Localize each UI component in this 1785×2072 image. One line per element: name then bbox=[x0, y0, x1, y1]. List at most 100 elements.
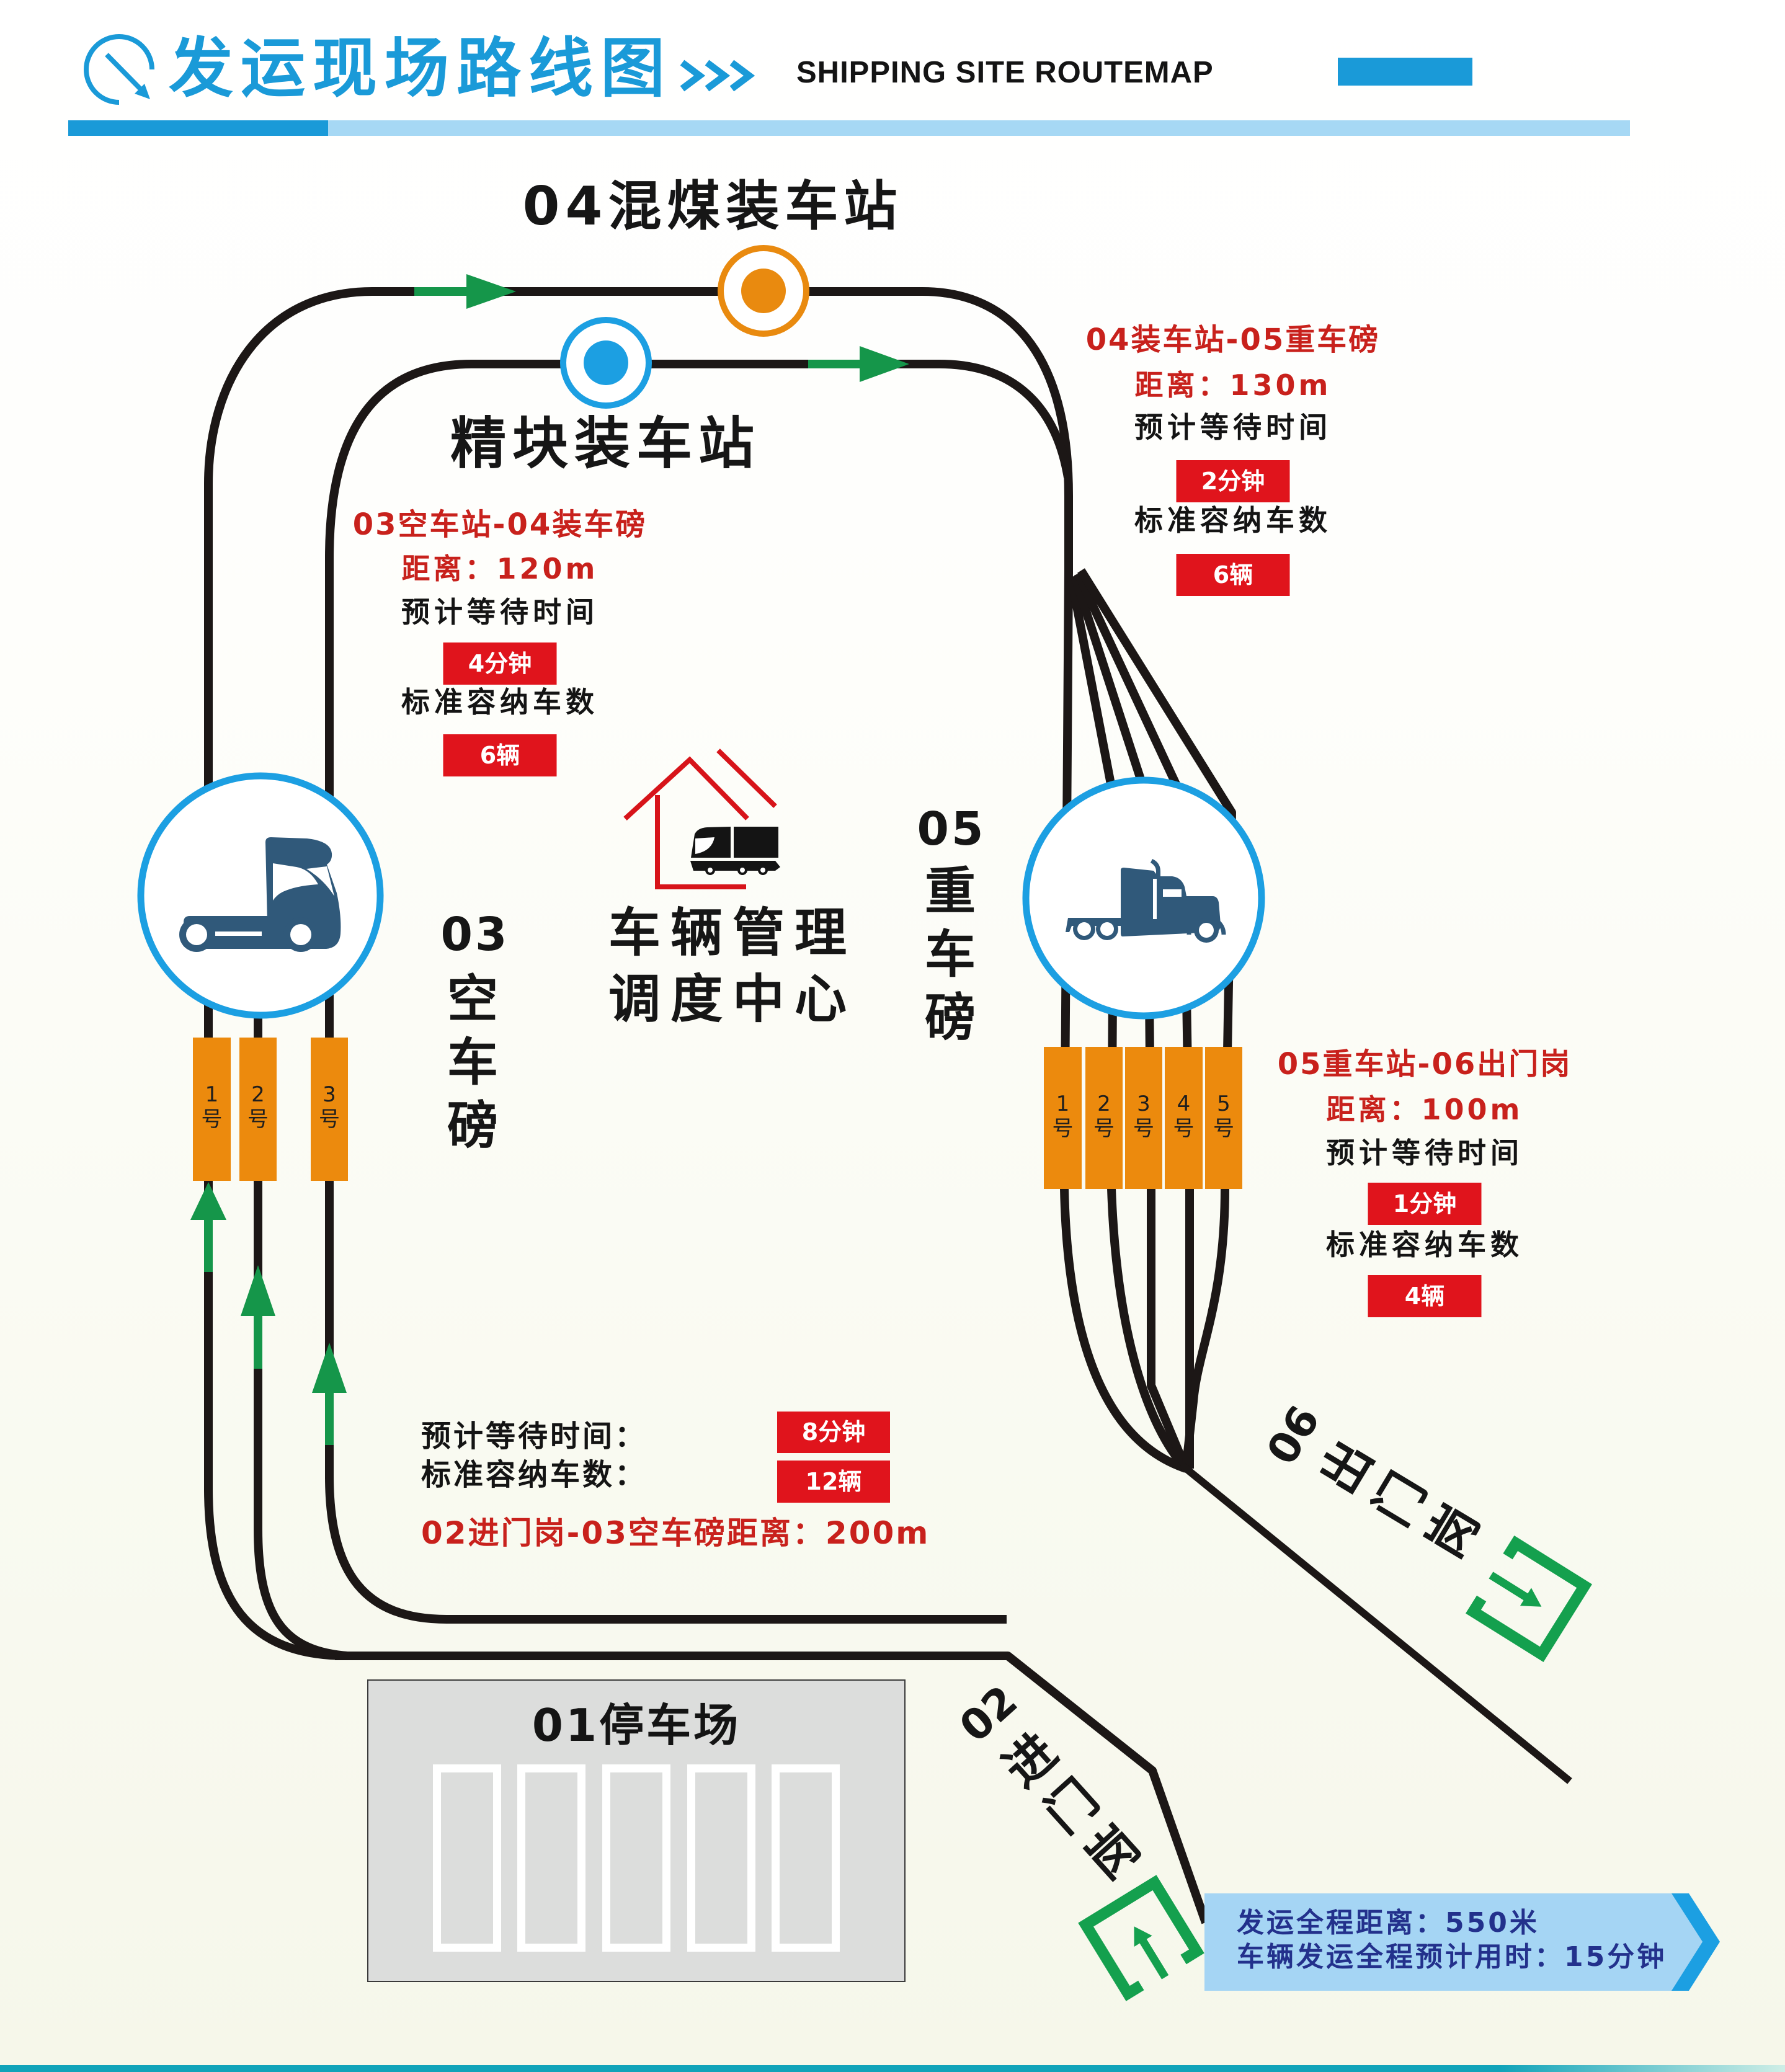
box-truck-cargo bbox=[734, 827, 778, 858]
header-underline-light bbox=[328, 120, 1630, 136]
orange-ring-marker bbox=[718, 245, 809, 337]
empty-scale-number: 03 bbox=[440, 908, 510, 961]
capacity-badge: 6辆 bbox=[443, 734, 557, 776]
wait-time-label: 预计等待时间 bbox=[1134, 411, 1332, 444]
segment-title: 04装车站-05重车磅 bbox=[1085, 322, 1381, 357]
tractor-chassis-slot bbox=[215, 932, 262, 936]
entry-road-track bbox=[335, 1652, 1210, 1924]
distance-label: 距离： bbox=[1134, 368, 1230, 402]
box-truck-hub bbox=[708, 868, 713, 873]
distance-label: 距离： bbox=[1326, 1093, 1422, 1126]
empty-scale-pad-3: 3号 bbox=[311, 1038, 348, 1181]
arrow-right-head bbox=[466, 274, 516, 309]
heavy-lane-1-track bbox=[1060, 570, 1188, 1473]
header-accent-block bbox=[1338, 58, 1472, 86]
arrow-up-head bbox=[241, 1265, 275, 1316]
semi-door-gap bbox=[1153, 879, 1157, 919]
route-arrow-shaft bbox=[105, 53, 142, 91]
chevron-1 bbox=[680, 60, 706, 92]
semi-rear-hub bbox=[1077, 922, 1091, 936]
distance-value: 130m bbox=[1229, 368, 1332, 402]
exit-road-track bbox=[1179, 1462, 1572, 1784]
exit-door-frame bbox=[1466, 1536, 1592, 1662]
wait-time-badge: 1分钟 bbox=[1368, 1183, 1482, 1225]
page-title: 发运现场路线图 bbox=[169, 30, 673, 106]
summary-banner-chevron bbox=[1671, 1893, 1720, 1991]
dispatch-center-line1: 车辆管理 bbox=[608, 902, 857, 963]
heavy-scale-pad-2: 2号 bbox=[1085, 1047, 1123, 1189]
footer-bar bbox=[0, 2065, 1785, 2072]
heavy-scale-pad-1: 1号 bbox=[1044, 1047, 1082, 1189]
entry-capacity-badge: 12辆 bbox=[777, 1461, 890, 1503]
triple-chevron-icon bbox=[680, 60, 755, 92]
house-truck-icon bbox=[623, 749, 780, 889]
tractor-front-hub bbox=[290, 924, 311, 945]
mixed-coal-station-label: 04混煤装车站 bbox=[522, 176, 903, 238]
summary-distance-label: 发运全程距离： bbox=[1237, 1907, 1445, 1939]
house-wall bbox=[655, 795, 746, 889]
arrow-up-head bbox=[312, 1343, 347, 1393]
parking-bay bbox=[517, 1764, 585, 1952]
wait-time-badge: 4分钟 bbox=[443, 642, 557, 685]
entry-wait-label: 预计等待时间： bbox=[421, 1419, 648, 1454]
entry-door-frame bbox=[1078, 1875, 1204, 2001]
segment-distance: 距离：100m bbox=[1251, 1095, 1598, 1124]
tractor-rear-hub bbox=[186, 924, 207, 945]
box-truck-hub bbox=[740, 868, 745, 873]
lump-station-label: 精块装车站 bbox=[450, 411, 760, 476]
direction-arrows bbox=[190, 274, 909, 1445]
parking-bay bbox=[433, 1764, 501, 1952]
entry-wait-badge: 8分钟 bbox=[777, 1412, 890, 1453]
exit-door-arrow-head bbox=[1520, 1588, 1542, 1607]
pad-label: 4号 bbox=[1173, 1092, 1195, 1141]
lane-3-return-track bbox=[325, 1475, 1007, 1624]
heavy-scale-number: 05 bbox=[917, 803, 986, 856]
heavy-scale-pad-5: 5号 bbox=[1205, 1047, 1242, 1189]
arrow-up-icon bbox=[204, 1219, 213, 1272]
wait-time-label: 预计等待时间 bbox=[1326, 1136, 1523, 1170]
pad-label: 3号 bbox=[318, 1082, 340, 1132]
exit-door-arrow-shaft bbox=[1489, 1572, 1529, 1601]
tractor-truck-icon bbox=[179, 837, 341, 952]
capacity-label: 标准容纳车数 bbox=[401, 685, 599, 719]
page-subtitle: SHIPPING SITE ROUTEMAP bbox=[796, 56, 1214, 89]
distance-value: 100m bbox=[1421, 1093, 1523, 1126]
summary-distance-value: 550米 bbox=[1445, 1907, 1539, 1939]
pad-label: 5号 bbox=[1213, 1092, 1234, 1141]
dispatch-center-line2: 调度中心 bbox=[608, 969, 857, 1029]
pad-label: 3号 bbox=[1133, 1092, 1154, 1141]
header-underline-dark bbox=[68, 120, 328, 136]
segment-distance: 距离：130m bbox=[1059, 371, 1407, 399]
heavy-scale-label: 重车磅 bbox=[924, 862, 976, 1047]
empty-scale-circle bbox=[137, 772, 384, 1019]
lane-1-return-track bbox=[204, 1488, 348, 1660]
entry-door-arrow-shaft bbox=[1139, 1938, 1169, 1980]
arrow-right-head bbox=[860, 346, 909, 382]
segment-panel-03-04: 03空车站-04装车磅 距离：120m 预计等待时间 4分钟 标准容纳车数 6辆 bbox=[326, 510, 674, 783]
arrow-right-icon bbox=[414, 287, 468, 296]
orange-marker-dot bbox=[741, 269, 786, 313]
segment-panel-04-05: 04装车站-05重车磅 距离：130m 预计等待时间 2分钟 标准容纳车数 6辆 bbox=[1059, 325, 1407, 598]
segment-distance: 距离：120m bbox=[326, 554, 674, 583]
heavy-scale-pad-3: 3号 bbox=[1125, 1047, 1162, 1189]
wait-time-badge: 2分钟 bbox=[1176, 460, 1290, 502]
distance-value: 200m bbox=[825, 1515, 930, 1551]
parking-lot-label: 01停车场 bbox=[532, 1699, 741, 1751]
outer-loop-track bbox=[204, 287, 1073, 1492]
lane-2-track bbox=[254, 1005, 348, 1660]
pad-label: 2号 bbox=[1093, 1092, 1115, 1141]
capacity-badge: 6辆 bbox=[1176, 554, 1290, 596]
entry-door-arrow-head bbox=[1134, 1926, 1152, 1947]
segment-title: 03空车站-04装车磅 bbox=[352, 507, 648, 542]
parking-bay bbox=[602, 1764, 670, 1952]
entry-route: 02进门岗-03空车磅 bbox=[421, 1515, 727, 1551]
summary-time-value: 15分钟 bbox=[1564, 1941, 1667, 1973]
wait-time-label: 预计等待时间 bbox=[401, 595, 599, 629]
summary-arrow-banner bbox=[1204, 1893, 1720, 1991]
heavy-scale-pad-4: 4号 bbox=[1165, 1047, 1203, 1189]
arrow-up-head bbox=[190, 1182, 226, 1220]
heavy-lane-5-track bbox=[1077, 568, 1236, 1469]
semi-window bbox=[1163, 889, 1182, 897]
capacity-badge: 4辆 bbox=[1368, 1275, 1482, 1317]
